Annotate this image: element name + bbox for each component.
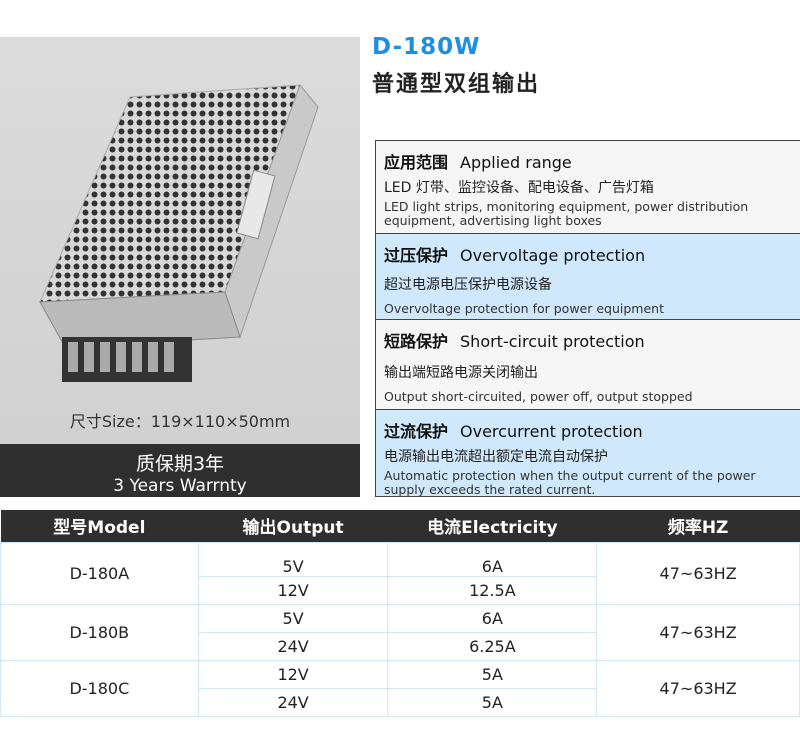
frequency-cell: 47~63HZ (596, 541, 800, 605)
output-cell: 5V (197, 603, 389, 633)
product-model-title: D-180W (372, 34, 481, 60)
output-cell: 24V (197, 687, 389, 717)
current-cell: 6.25A (387, 631, 598, 661)
feature-desc-en: Output short-circuited, power off, outpu… (384, 389, 693, 404)
current-cell: 12.5A (387, 575, 598, 605)
warranty-banner: 质保期3年 3 Years Warrnty (0, 444, 360, 497)
warranty-cn: 质保期3年 (135, 453, 225, 475)
current-cell: 6A (387, 603, 598, 633)
output-cell: 5V (197, 541, 389, 577)
output-cell: 12V (197, 575, 389, 605)
feature-title-cn: 短路保护 (384, 332, 449, 351)
feature-title-en: Short-circuit protection (460, 332, 645, 351)
feature-desc-cn: LED 灯带、监控设备、配电设备、广告灯箱 (384, 180, 654, 196)
current-cell: 5A (387, 687, 598, 717)
feature-title-en: Overvoltage protection (460, 246, 646, 265)
feature-desc-en: LED light strips, monitoring equipment, … (384, 199, 749, 228)
header-frequency: 频率HZ (596, 510, 800, 542)
feature-title-cn: 过压保护 (384, 246, 449, 265)
feature-overcurrent: 过流保护 Overcurrent protection 电源输出电流超出额定电流自… (376, 410, 800, 496)
table-header-row: 型号Model 输出Output 电流Electricity 频率HZ (0, 510, 800, 542)
frequency-cell: 47~63HZ (596, 603, 800, 661)
feature-desc-cn: 电源输出电流超出额定电流自动保护 (384, 449, 608, 465)
power-supply-image (39, 84, 319, 382)
output-cell: 24V (197, 631, 389, 661)
warranty-en: 3 Years Warrnty (113, 476, 247, 496)
header-output: 输出Output (198, 510, 388, 542)
feature-short-circuit: 短路保护 Short-circuit protection 输出端短路电源关闭输出… (376, 320, 800, 410)
product-subtitle: 普通型双组输出 (372, 72, 541, 97)
current-cell: 6A (387, 541, 598, 577)
model-cell: D-180A (0, 541, 199, 605)
current-cell: 5A (387, 659, 598, 689)
feature-desc-en: Overvoltage protection for power equipme… (384, 301, 664, 316)
model-cell: D-180C (0, 659, 199, 717)
feature-desc-en: Automatic protection when the output cur… (384, 468, 756, 497)
feature-desc-cn: 输出端短路电源关闭输出 (384, 365, 538, 381)
feature-desc-cn: 超过电源电压保护电源设备 (384, 277, 552, 293)
feature-title-en: Applied range (460, 153, 572, 172)
frequency-cell: 47~63HZ (596, 659, 800, 717)
spec-table: 型号Model 输出Output 电流Electricity 频率HZ D-18… (0, 510, 800, 717)
feature-title-cn: 应用范围 (384, 153, 449, 172)
header-current: 电流Electricity (387, 510, 597, 542)
size-label: 尺寸Size：119×110×50mm (69, 412, 291, 431)
feature-title-cn: 过流保护 (384, 422, 449, 441)
product-photo (0, 37, 360, 497)
header-model: 型号Model (0, 510, 199, 542)
model-cell: D-180B (0, 603, 199, 661)
output-cell: 12V (197, 659, 389, 689)
feature-title-en: Overcurrent protection (460, 422, 643, 441)
